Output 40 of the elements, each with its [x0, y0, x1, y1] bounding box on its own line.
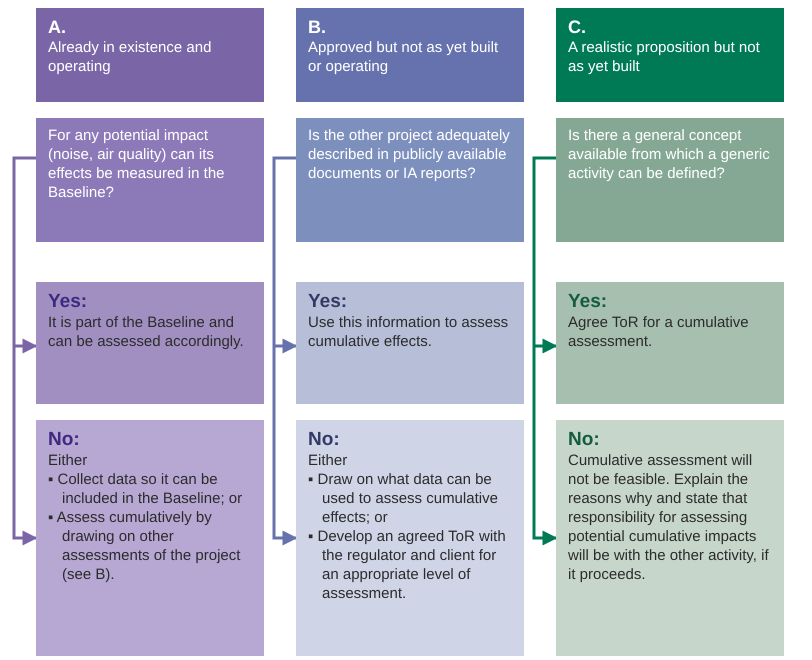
- box-heading: No:: [48, 428, 81, 451]
- box-text: Is there a general concept available from which a generic activity can be defined?: [568, 126, 771, 183]
- question-box: [36, 118, 264, 242]
- box-heading: Yes:: [308, 290, 348, 313]
- box-heading: B.: [308, 16, 327, 38]
- yes-answer-box: [36, 282, 264, 404]
- no-answer-box: [36, 420, 264, 656]
- box-text: Use this information to assess cumulative effects.: [308, 313, 510, 351]
- yes-answer-box: [296, 282, 524, 404]
- connector-arrow: [532, 156, 558, 546]
- question-box: [556, 118, 784, 242]
- connector-arrow: [12, 156, 38, 546]
- box-text: Either: [308, 451, 348, 470]
- no-answer-box: [296, 420, 524, 656]
- yes-answer-box: [556, 282, 784, 404]
- box-text: It is part of the Baseline and can be assessed accordingly.: [48, 313, 245, 351]
- box-text: Approved but not as yet built or operating: [308, 38, 500, 76]
- box-text: Cumulative assessment will not be feasible. Explain the reasons why and state that responsibility for assessing potential cumulative impacts will be with the other activity, if it proceeds.: [568, 451, 770, 584]
- box-text: Is the other project adequately described in publicly available documents or IA reports?: [308, 126, 511, 183]
- no-answer-box: [556, 420, 784, 656]
- category-box: [296, 8, 524, 102]
- box-text: For any potential impact (noise, air quality) can its effects be measured in the Baseline?: [48, 126, 226, 202]
- box-text: Agree ToR for a cumulative assessment.: [568, 313, 750, 351]
- bullet-item: ▪ Collect data so it can be included in the Baseline; or: [48, 470, 244, 508]
- box-heading: Yes:: [48, 290, 88, 313]
- bullet-item: ▪ Develop an agreed ToR with the regulator and client for an appropriate level of assessment.: [308, 527, 507, 603]
- box-text: Already in existence and operating: [48, 38, 212, 76]
- bullet-item: ▪ Assess cumulatively by drawing on other assessments of the project (see B).: [48, 508, 242, 584]
- category-box: [556, 8, 784, 102]
- box-heading: No:: [308, 428, 341, 451]
- box-heading: A.: [48, 16, 67, 38]
- box-heading: No:: [568, 428, 601, 451]
- box-heading: Yes:: [568, 290, 608, 313]
- question-box: [296, 118, 524, 242]
- box-text: Either: [48, 451, 88, 470]
- category-box: [36, 8, 264, 102]
- bullet-item: ▪ Draw on what data can be used to assess cumulative effects; or: [308, 470, 499, 527]
- box-heading: C.: [568, 16, 587, 38]
- connector-arrow: [272, 156, 298, 546]
- box-text: A realistic proposition but not as yet built: [568, 38, 761, 76]
